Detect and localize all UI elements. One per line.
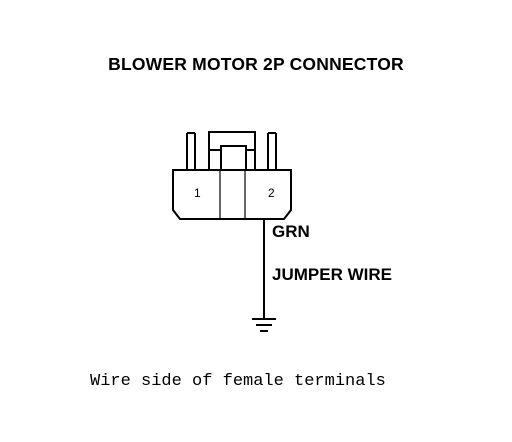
diagram-title: BLOWER MOTOR 2P CONNECTOR	[108, 54, 404, 74]
wire-color-label: GRN	[272, 222, 310, 241]
ground-icon	[252, 318, 276, 332]
pin-2-label: 2	[268, 186, 275, 200]
left-latch-post	[186, 132, 196, 170]
right-latch-post	[267, 132, 277, 170]
lock-tab-inner	[209, 145, 255, 170]
diagram-caption: Wire side of female terminals	[90, 372, 386, 391]
connector-body	[172, 169, 292, 220]
jumper-wire-label: JUMPER WIRE	[272, 265, 392, 284]
pin-1-label: 1	[194, 186, 201, 200]
